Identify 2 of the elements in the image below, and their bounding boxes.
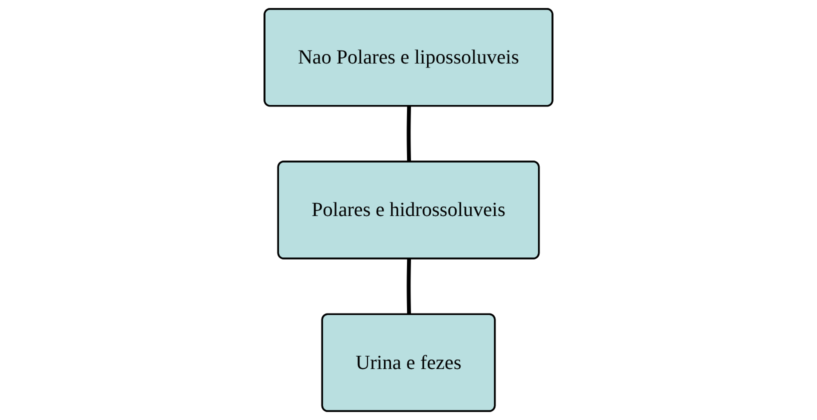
connector xyxy=(406,106,411,162)
connector xyxy=(406,258,411,315)
